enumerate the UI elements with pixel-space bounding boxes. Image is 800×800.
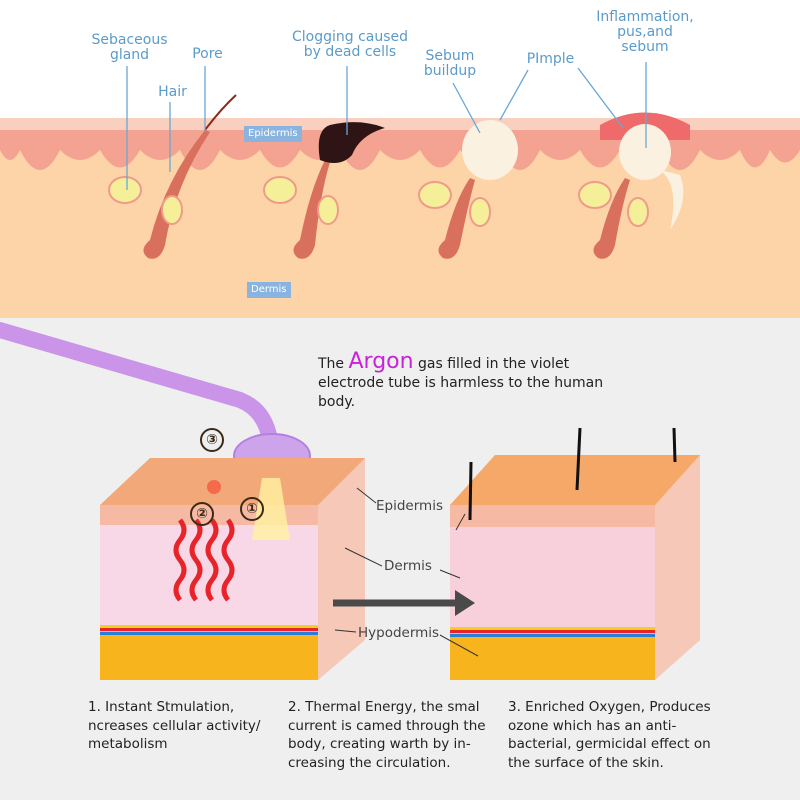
glow-dot bbox=[207, 480, 221, 494]
label-hair: Hair bbox=[158, 84, 187, 100]
skin-block-result bbox=[450, 427, 700, 680]
follicle-normal bbox=[108, 94, 237, 259]
layer-pointer-lines bbox=[334, 487, 479, 657]
marker-1: ① bbox=[240, 497, 264, 521]
argon-note: The Argon gas filled in the violet elect… bbox=[318, 349, 618, 412]
argon-prefix: The bbox=[318, 356, 345, 372]
label-epidermis: Epidermis bbox=[376, 498, 443, 514]
follicle-clogged bbox=[263, 122, 385, 259]
hair-strand bbox=[204, 94, 237, 131]
marker-2: ② bbox=[190, 502, 214, 526]
label-pimple: PImple bbox=[526, 51, 575, 67]
argon-rest: gas filled in the violet electrode tube … bbox=[318, 356, 604, 410]
label-sebaceous-gland: Sebaceous gland bbox=[91, 32, 168, 63]
marker-3: ③ bbox=[200, 428, 224, 452]
electrode-tube bbox=[0, 322, 278, 448]
energy-beam bbox=[252, 478, 290, 540]
label-inflammation: Inflammation, pus,and sebum bbox=[596, 9, 694, 55]
label-clogging: Clogging caused by dead cells bbox=[291, 29, 409, 60]
heat-waves bbox=[173, 518, 235, 602]
label-sebum-buildup: Sebum buildup bbox=[423, 48, 477, 79]
transition-arrow bbox=[333, 590, 475, 616]
argon-highlight: Argon bbox=[348, 349, 414, 374]
follicle-inflamed bbox=[578, 112, 690, 259]
label-dermis: Dermis bbox=[384, 558, 432, 574]
label-pore: Pore bbox=[192, 46, 223, 62]
dead-cell-plug bbox=[318, 122, 385, 164]
tag-dermis: Dermis bbox=[247, 282, 291, 298]
skin-block-treated bbox=[100, 458, 365, 680]
leader-lines bbox=[126, 62, 647, 190]
caption-stimulation: 1. Instant Stmulation, ncreases cellular… bbox=[88, 699, 261, 752]
hair-strands bbox=[468, 427, 677, 521]
label-hypodermis: Hypodermis bbox=[358, 625, 440, 641]
caption-enriched-oxygen: 3. Enriched Oxygen, Produces ozone which… bbox=[508, 699, 711, 771]
caption-thermal-energy: 2. Thermal Energy, the smal current is c… bbox=[288, 699, 486, 771]
tag-epidermis: Epidermis bbox=[244, 126, 302, 142]
follicle-sebum bbox=[418, 120, 518, 259]
